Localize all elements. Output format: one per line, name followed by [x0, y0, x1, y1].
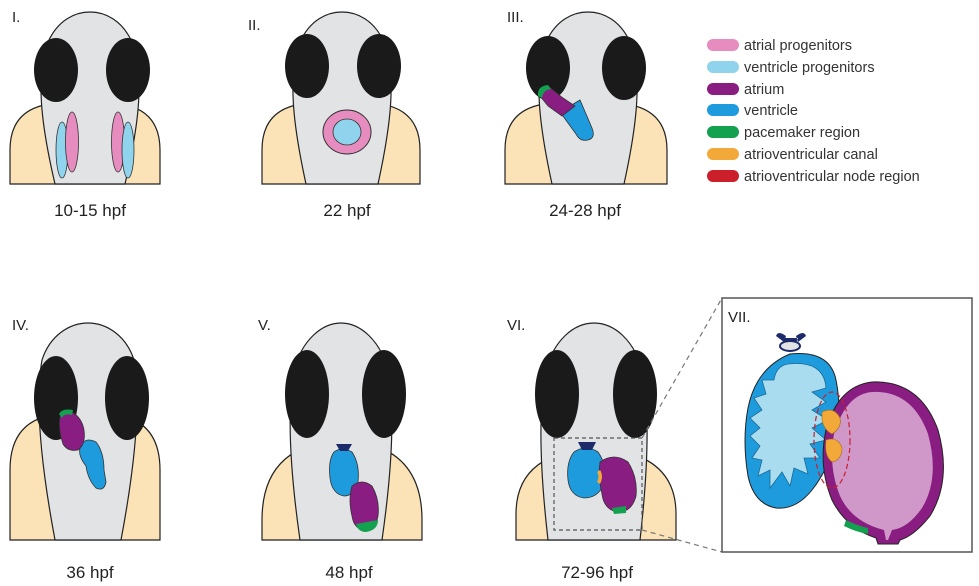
- right-eye: [602, 36, 646, 100]
- ventricle-progenitor-right: [122, 122, 134, 178]
- panel-i: I. 10-15 hpf: [10, 9, 160, 220]
- stage-label: 22 hpf: [323, 201, 371, 220]
- panel-numeral: V.: [258, 317, 271, 334]
- legend-label: pacemaker region: [744, 125, 860, 141]
- left-eye: [285, 350, 329, 438]
- legend-swatch: [707, 104, 739, 116]
- legend-label: ventricle progenitors: [744, 60, 875, 76]
- stage-label: 72-96 hpf: [561, 563, 633, 582]
- legend-item: atrioventricular node region: [707, 169, 920, 185]
- zoom-connector-top: [642, 298, 722, 438]
- panel-v: V. 48 hpf: [258, 317, 422, 582]
- legend-item: atrioventricular canal: [707, 147, 878, 163]
- legend-item: ventricle: [707, 103, 798, 119]
- panel-numeral: II.: [248, 17, 261, 34]
- panel-ii: II. 22 hpf: [248, 12, 420, 220]
- panel-numeral: III.: [507, 9, 524, 26]
- legend-label: atrial progenitors: [744, 38, 852, 54]
- panel-iii: III. 24-28 hpf: [505, 9, 667, 220]
- stage-label: 36 hpf: [66, 563, 114, 582]
- legend-item: ventricle progenitors: [707, 60, 875, 76]
- legend-swatch: [707, 61, 739, 73]
- panel-iv: IV. 36 hpf: [10, 317, 160, 582]
- right-eye: [613, 350, 657, 438]
- stage-label: 48 hpf: [325, 563, 373, 582]
- panel-numeral: VII.: [728, 309, 751, 326]
- legend-item: atrium: [707, 82, 784, 98]
- panel-vi: VI. 72-96 hpf: [507, 317, 676, 582]
- right-eye: [362, 350, 406, 438]
- panel-numeral: VI.: [507, 317, 525, 334]
- left-eye: [34, 38, 78, 102]
- right-eye: [105, 356, 149, 440]
- right-eye: [106, 38, 150, 102]
- atrial-progenitor-left: [66, 112, 79, 172]
- legend: atrial progenitors ventricle progenitors…: [707, 38, 920, 185]
- legend-swatch: [707, 39, 739, 51]
- ventricle-progenitor-core: [333, 119, 361, 145]
- legend-label: ventricle: [744, 103, 798, 119]
- legend-item: pacemaker region: [707, 125, 860, 141]
- legend-swatch: [707, 148, 739, 160]
- legend-swatch: [707, 83, 739, 95]
- legend-swatch: [707, 170, 739, 182]
- legend-label: atrium: [744, 82, 784, 98]
- legend-label: atrioventricular node region: [744, 169, 920, 185]
- panel-numeral: IV.: [12, 317, 29, 334]
- stage-label: 10-15 hpf: [54, 201, 126, 220]
- legend-item: atrial progenitors: [707, 38, 852, 54]
- panel-vii: VII.: [722, 298, 972, 552]
- outflow-valve: [780, 341, 800, 351]
- left-eye: [535, 350, 579, 438]
- zoom-connector-bottom: [642, 530, 722, 552]
- left-eye: [285, 34, 329, 98]
- panel-numeral: I.: [12, 9, 20, 26]
- legend-label: atrioventricular canal: [744, 147, 878, 163]
- legend-swatch: [707, 126, 739, 138]
- stage-label: 24-28 hpf: [549, 201, 621, 220]
- right-eye: [357, 34, 401, 98]
